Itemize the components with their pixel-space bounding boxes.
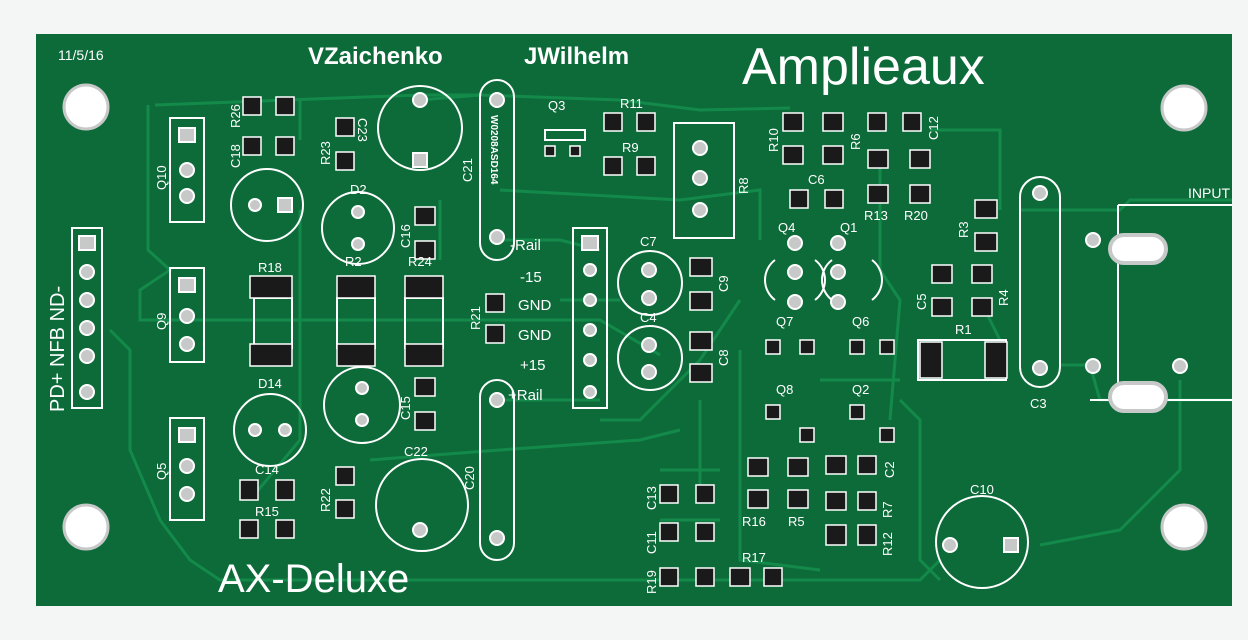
ref-q3: Q3 xyxy=(548,98,565,113)
ref-c16: C16 xyxy=(398,224,413,248)
model-title: AX-Deluxe xyxy=(218,557,409,601)
ref-r17: R17 xyxy=(742,550,766,565)
author-2: JWilhelm xyxy=(524,43,629,70)
ref-r12: R12 xyxy=(880,532,895,556)
ref-r24: R24 xyxy=(408,254,432,269)
ref-r1: R1 xyxy=(955,322,972,337)
ref-c3: C3 xyxy=(1030,396,1047,411)
ref-q1: Q1 xyxy=(840,220,857,235)
ref-c2: C2 xyxy=(882,461,897,478)
ref-q9: Q9 xyxy=(154,313,169,330)
ref-r11: R11 xyxy=(620,96,643,111)
ref-r22: R22 xyxy=(318,488,333,512)
ref-c8: C8 xyxy=(716,349,731,366)
ref-c9: C9 xyxy=(716,275,731,292)
ref-c18: C18 xyxy=(228,144,243,168)
ref-c6: C6 xyxy=(808,172,825,187)
ref-r23: R23 xyxy=(318,141,333,165)
ref-q2: Q2 xyxy=(852,382,869,397)
rail-neg-label: -Rail xyxy=(510,237,541,254)
smd-pads xyxy=(239,96,1008,587)
brand-title: Amplieaux xyxy=(742,38,985,96)
ref-c23: C23 xyxy=(355,118,370,142)
ref-r26: R26 xyxy=(228,104,243,128)
ref-q7: Q7 xyxy=(776,314,793,329)
ref-c12: C12 xyxy=(926,116,941,140)
rail-pos-label: +Rail xyxy=(508,387,543,404)
ref-q10: Q10 xyxy=(154,165,169,190)
th-pads xyxy=(78,92,1188,553)
ref-c5: C5 xyxy=(914,293,929,310)
supply-gnd-1: GND xyxy=(518,297,552,314)
ref-r16: R16 xyxy=(742,514,766,529)
ref-q8: Q8 xyxy=(776,382,793,397)
ref-c15: C15 xyxy=(398,396,413,420)
ref-q4: Q4 xyxy=(778,220,795,235)
ref-c22: C22 xyxy=(404,444,428,459)
ref-c13: C13 xyxy=(644,486,659,510)
author-1: VZaichenko xyxy=(308,43,443,70)
mounting-holes xyxy=(62,83,1208,551)
jack-pads xyxy=(1108,233,1168,413)
ref-q6: Q6 xyxy=(852,314,869,329)
ref-d14: D14 xyxy=(258,376,282,391)
chip-code: W0208ASD164 xyxy=(488,115,499,185)
ref-r8: R8 xyxy=(736,177,751,194)
ref-c14: C14 xyxy=(255,462,279,477)
ref-r21: R21 xyxy=(468,306,483,330)
ref-d2: D2 xyxy=(350,182,367,197)
supply-gnd-2: GND xyxy=(518,327,552,344)
ref-r5: R5 xyxy=(788,514,805,529)
ref-c20: C20 xyxy=(462,466,477,490)
ref-c21: C21 xyxy=(460,158,475,182)
ref-r15: R15 xyxy=(255,504,279,519)
ref-c10: C10 xyxy=(970,482,994,497)
ref-r20: R20 xyxy=(904,208,928,223)
ref-r10: R10 xyxy=(766,128,781,152)
copper-traces xyxy=(108,93,1232,582)
ref-c7: C7 xyxy=(640,234,657,249)
ref-r4: R4 xyxy=(996,289,1011,306)
ref-r2: R2 xyxy=(345,254,362,269)
ref-c11: C11 xyxy=(644,531,659,554)
ref-r3: R3 xyxy=(956,221,971,238)
ref-r13: R13 xyxy=(864,208,888,223)
supply-pos15: +15 xyxy=(520,357,545,374)
date-label: 11/5/16 xyxy=(58,47,104,63)
designators: R26 C18 Q10 R23 C23 C21 D2 C16 Q3 R11 R9… xyxy=(154,96,1047,594)
ref-r19: R19 xyxy=(644,570,659,594)
ref-r6: R6 xyxy=(848,133,863,150)
ref-q5: Q5 xyxy=(154,463,169,480)
ref-r9: R9 xyxy=(622,140,639,155)
ref-r7: R7 xyxy=(880,501,895,518)
left-header-label: PD+ NFB ND- xyxy=(47,286,69,412)
ref-c4: C4 xyxy=(640,310,657,325)
ref-r18: R18 xyxy=(258,260,282,275)
input-label: INPUT xyxy=(1188,185,1230,201)
supply-neg15: -15 xyxy=(520,269,542,286)
